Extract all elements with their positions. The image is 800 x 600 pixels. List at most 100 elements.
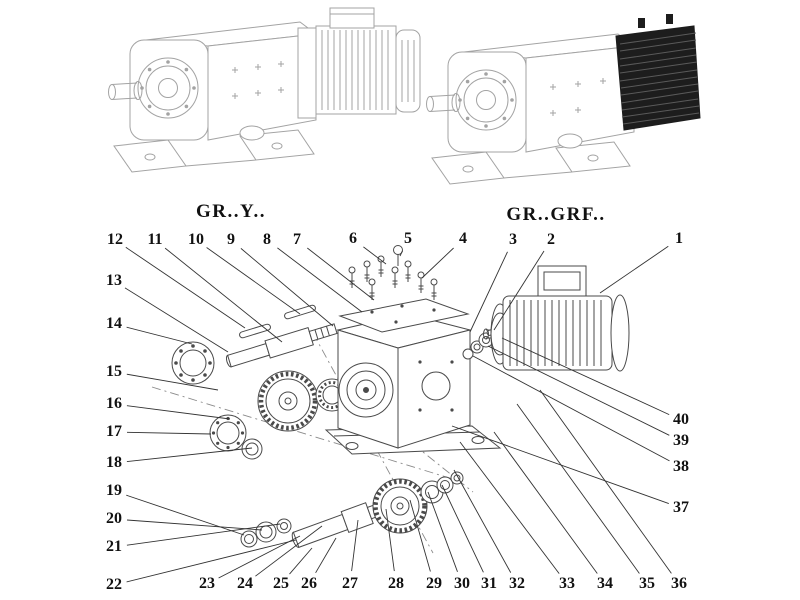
leader-line-28: [385, 508, 395, 572]
leader-line-22: [126, 539, 297, 583]
callout-20: 20: [106, 510, 122, 527]
leader-line-10: [206, 247, 301, 315]
leader-line-1: [599, 245, 669, 294]
callout-34: 34: [597, 575, 613, 592]
bolt-circle-dots: [140, 60, 196, 116]
callout-2: 2: [547, 231, 555, 248]
callout-25: 25: [273, 575, 289, 592]
leader-line-40: [501, 337, 670, 416]
leader-line-31: [441, 484, 484, 573]
shaft-key-drawing: [239, 323, 271, 339]
leader-line-6: [363, 246, 387, 265]
leader-line-39: [487, 345, 670, 436]
mounting-feet: [431, 141, 631, 185]
callout-22: 22: [106, 576, 122, 593]
callout-27: 27: [342, 575, 358, 592]
ring-set-drawing: [420, 471, 464, 504]
surface-texture-marks: [232, 61, 284, 99]
callout-23: 23: [199, 575, 215, 592]
leader-line-37: [451, 425, 669, 505]
leader-line-2: [493, 250, 545, 331]
assembled-unit-gr-y-drawing: [108, 7, 421, 173]
leader-line-38: [472, 355, 670, 462]
callout-36: 36: [671, 575, 687, 592]
leader-line-21: [126, 523, 281, 546]
callout-13: 13: [106, 272, 122, 289]
variant-label-gr-grf: GR..GRF..: [506, 204, 606, 225]
fan-cover: [610, 294, 630, 372]
callout-31: 31: [481, 575, 497, 592]
exploded-view-drawing: [171, 245, 630, 548]
callout-5: 5: [404, 230, 412, 247]
callout-11: 11: [147, 231, 163, 248]
terminal-box: [329, 7, 375, 29]
callout-16: 16: [106, 395, 122, 412]
callout-1: 1: [675, 230, 683, 247]
inspection-cover: [557, 133, 583, 149]
leader-line-30: [427, 491, 458, 572]
variant-label-gr-y: GR..Y..: [196, 201, 266, 222]
motor-drawing: [297, 7, 421, 119]
callout-30: 30: [454, 575, 470, 592]
dark-fan-housing: [615, 14, 701, 131]
callout-10: 10: [188, 231, 204, 248]
terminal-box: [537, 265, 587, 297]
leader-line-13: [124, 287, 229, 353]
callout-18: 18: [106, 454, 122, 471]
callout-12: 12: [107, 231, 123, 248]
callout-26: 26: [301, 575, 317, 592]
callout-38: 38: [673, 458, 689, 475]
leader-line-15: [126, 373, 219, 391]
callout-3: 3: [509, 231, 517, 248]
leader-line-12: [125, 246, 246, 329]
leader-line-18: [126, 447, 253, 463]
leader-line-27: [351, 519, 359, 572]
inspection-cover: [239, 125, 265, 141]
output-shaft-stub: [426, 93, 461, 112]
callout-7: 7: [293, 231, 301, 248]
top-cover-drawing: [338, 298, 470, 333]
callout-37: 37: [673, 499, 689, 516]
leader-line-11: [164, 247, 283, 343]
leader-line-20: [126, 519, 263, 531]
callout-15: 15: [106, 363, 122, 380]
leader-line-35: [516, 403, 640, 574]
callout-24: 24: [237, 575, 253, 592]
leader-line-25: [289, 547, 313, 575]
callout-29: 29: [426, 575, 442, 592]
leader-line-4: [421, 247, 454, 279]
callout-19: 19: [106, 482, 122, 499]
callout-39: 39: [673, 432, 689, 449]
leader-line-19: [126, 494, 245, 536]
callout-4: 4: [459, 230, 467, 247]
leader-line-26: [315, 537, 337, 574]
callout-33: 33: [559, 575, 575, 592]
eyebolt-drawing: [393, 245, 403, 266]
spacer-ring-drawing: [241, 438, 263, 460]
leader-line-7: [307, 247, 375, 301]
leader-line-14: [126, 326, 193, 345]
leader-lines-layer: [124, 245, 672, 583]
callout-28: 28: [388, 575, 404, 592]
leader-line-3: [469, 251, 508, 333]
leader-line-34: [493, 431, 598, 574]
leader-line-5: [399, 250, 403, 257]
leader-line-23: [218, 535, 301, 579]
exploded-motor-drawing: [483, 265, 630, 372]
callout-9: 9: [227, 231, 235, 248]
leader-line-16: [126, 405, 231, 420]
leader-line-33: [459, 441, 560, 574]
lower-gear-drawing: [372, 478, 428, 534]
callout-40: 40: [673, 411, 689, 428]
output-shaft-stub: [108, 81, 143, 100]
surface-texture-marks: [550, 78, 606, 116]
leader-line-9: [240, 248, 334, 327]
leader-line-8: [277, 247, 363, 313]
shaft-key-drawing: [284, 304, 316, 320]
assembled-unit-gr-grf-drawing: [426, 14, 701, 185]
oil-seal-drawing: [171, 341, 215, 385]
input-shaft-drawing: [225, 323, 338, 368]
